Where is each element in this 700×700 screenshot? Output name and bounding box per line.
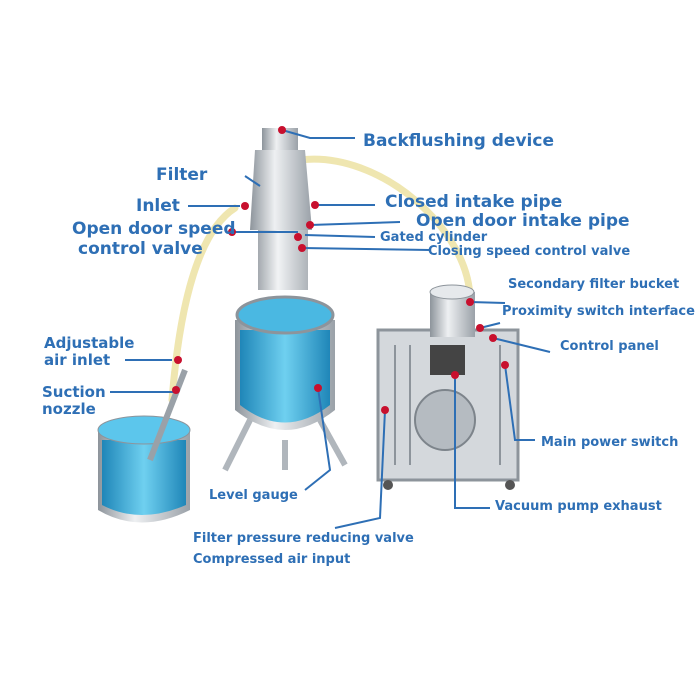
hoses: [168, 155, 474, 404]
label-vacuum-exhaust: Vacuum pump exhaust: [495, 499, 662, 514]
label-line: control valve: [78, 238, 203, 259]
label-line: Suction: [42, 383, 106, 401]
source-bucket: [97, 368, 191, 523]
label-proximity-switch: Proximity switch interface: [502, 304, 695, 319]
label-closed-intake: Closed intake pipe: [385, 192, 563, 212]
label-inlet: Inlet: [136, 196, 180, 216]
label-compressed-air: Compressed air input: [193, 552, 351, 567]
label-gated-cylinder: Gated cylinder: [380, 230, 488, 245]
label-line: nozzle: [42, 400, 96, 419]
vacuum-cabinet: [376, 284, 520, 490]
label-filter-pressure: Filter pressure reducing valve: [193, 531, 414, 546]
label-filter: Filter: [156, 165, 208, 185]
label-main-power: Main power switch: [541, 435, 679, 450]
label-closing-speed: Closing speed control valve: [428, 244, 631, 259]
label-secondary-filter: Secondary filter bucket: [508, 277, 680, 292]
label-line: Adjustable: [44, 334, 135, 352]
label-line: air inlet: [44, 351, 111, 370]
label-open-door-intake: Open door intake pipe: [416, 211, 630, 231]
receiving-tank: [222, 295, 348, 472]
leader-lines: [110, 129, 551, 529]
label-line: Open door speed: [72, 219, 236, 239]
label-backflushing: Backflushing device: [363, 131, 554, 151]
feeder-hopper: [250, 128, 312, 290]
label-control-panel: Control panel: [560, 339, 659, 354]
label-level-gauge: Level gauge: [209, 488, 298, 503]
marker-dots: [172, 126, 509, 414]
